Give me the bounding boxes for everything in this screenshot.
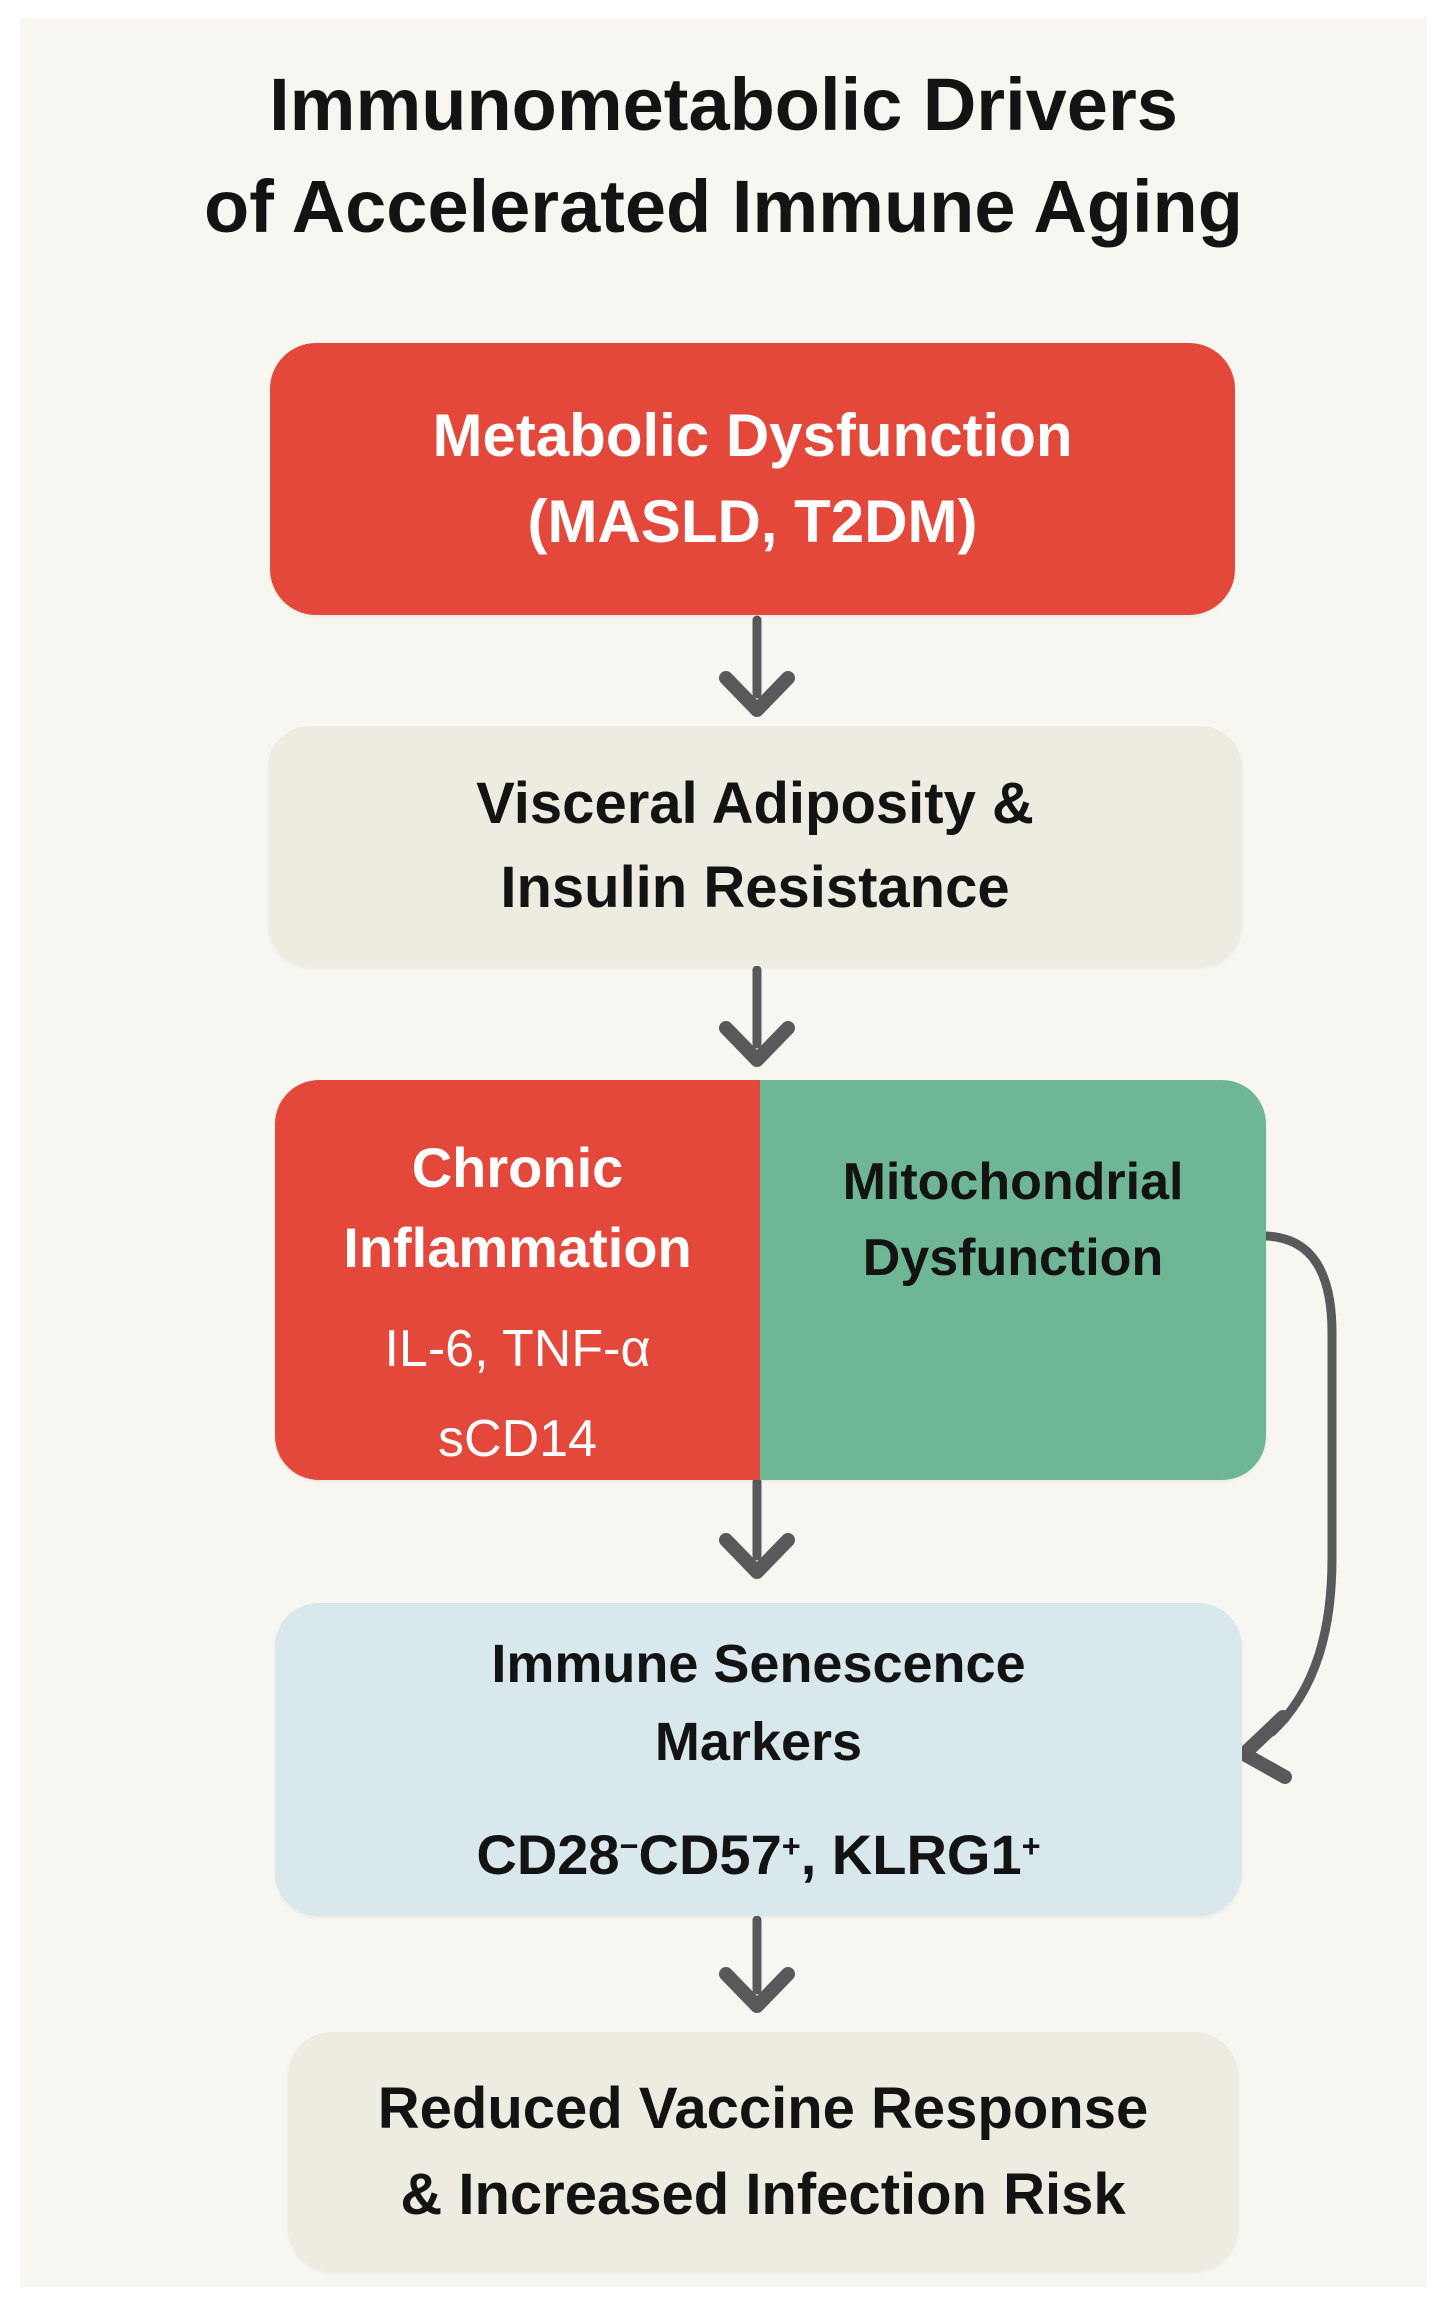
node-chronic-inflammation-markers2: sCD14	[438, 1410, 597, 1468]
node-metabolic-dysfunction-line1: Metabolic Dysfunction	[432, 402, 1073, 469]
page-title-line2: of Accelerated Immune Aging	[204, 165, 1243, 248]
node-chronic-inflammation-line1: Chronic	[411, 1136, 624, 1199]
node-reduced-vaccine-response-line2: & Increased Infection Risk	[400, 2161, 1126, 2227]
node-chronic-inflammation-line2: Inflammation	[343, 1216, 692, 1279]
marker-klrg1: , KLRG1	[800, 1822, 1022, 1886]
flowchart-canvas: Immunometabolic Drivers of Accelerated I…	[20, 18, 1427, 2287]
marker-cd28: CD28	[476, 1822, 620, 1886]
node-immune-senescence-markers: CD28−CD57+, KLRG1+	[476, 1807, 1040, 1894]
node-chronic-inflammation: Chronic Inflammation IL-6, TNF-α sCD14	[275, 1080, 760, 1480]
node-mitochondrial-dysfunction: Mitochondrial Dysfunction	[760, 1080, 1266, 1480]
node-metabolic-dysfunction-line2: (MASLD, T2DM)	[527, 488, 978, 555]
marker-cd57-sign: +	[781, 1828, 801, 1865]
arrow-metabolic-to-visceral	[719, 615, 795, 717]
node-split-inflammation-mitochondrial: Chronic Inflammation IL-6, TNF-α sCD14 M…	[275, 1080, 1266, 1480]
arrow-inflammation-to-senescence	[719, 1477, 795, 1579]
node-reduced-vaccine-response-line1: Reduced Vaccine Response	[377, 2075, 1149, 2141]
page-title: Immunometabolic Drivers of Accelerated I…	[20, 54, 1427, 258]
node-reduced-vaccine-response: Reduced Vaccine Response & Increased Inf…	[288, 2032, 1238, 2271]
node-immune-senescence-line2: Markers	[654, 1712, 863, 1773]
node-immune-senescence-line1: Immune Senescence	[491, 1634, 1026, 1695]
node-mitochondrial-dysfunction-line1: Mitochondrial	[842, 1153, 1184, 1211]
node-mitochondrial-dysfunction-line2: Dysfunction	[862, 1229, 1164, 1287]
arrow-senescence-to-outcome	[719, 1915, 795, 2013]
marker-cd28-sign: −	[619, 1828, 639, 1865]
node-visceral-adiposity-line2: Insulin Resistance	[500, 855, 1010, 920]
page-title-line1: Immunometabolic Drivers	[269, 63, 1178, 146]
arrow-visceral-to-inflammation	[719, 965, 795, 1067]
node-chronic-inflammation-markers1: IL-6, TNF-α	[384, 1320, 651, 1378]
node-metabolic-dysfunction: Metabolic Dysfunction (MASLD, T2DM)	[270, 343, 1235, 615]
marker-cd57: CD57	[638, 1822, 782, 1886]
node-visceral-adiposity-line1: Visceral Adiposity &	[476, 771, 1034, 836]
node-immune-senescence: Immune Senescence Markers CD28−CD57+, KL…	[275, 1603, 1242, 1916]
node-visceral-adiposity: Visceral Adiposity & Insulin Resistance	[268, 726, 1242, 966]
marker-klrg1-sign: +	[1021, 1828, 1041, 1865]
